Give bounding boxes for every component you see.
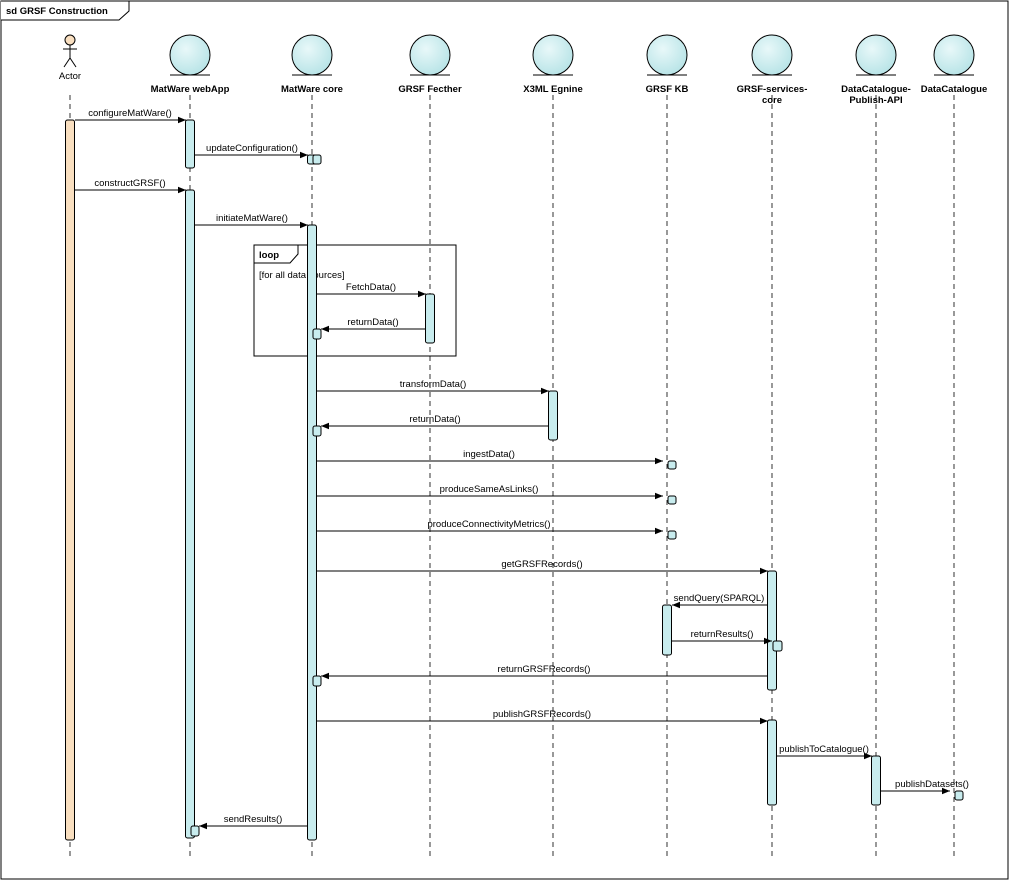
lifeline-label: GRSF-services-core xyxy=(737,84,808,106)
message-label: publishToCatalogue() xyxy=(779,744,869,755)
lifeline-label: MatWare webApp xyxy=(151,84,230,95)
message-updateconfiguration: updateConfiguration() xyxy=(195,143,308,159)
lifeline-label: GRSF Fecther xyxy=(398,84,462,95)
message-label: returnGRSFRecords() xyxy=(498,664,591,675)
lifeline-label: X3ML Egnine xyxy=(523,84,582,95)
message-fetchdata: FetchData() xyxy=(317,282,426,298)
loop-keyword: loop xyxy=(259,250,279,261)
lifeline-publishapi: DataCatalogue-Publish-API xyxy=(841,34,911,858)
message-publishtocatalogue: publishToCatalogue() xyxy=(777,744,872,760)
message-getgrsfrecords: getGRSFRecords() xyxy=(317,559,768,575)
nested-execution-catalogue xyxy=(954,790,964,801)
lifeline-label: GRSF KB xyxy=(646,84,689,95)
lifeline-kb: GRSF KB xyxy=(646,34,689,858)
activation-bar-services xyxy=(767,719,777,806)
entity-icon xyxy=(409,34,451,76)
message-label: updateConfiguration() xyxy=(206,143,298,154)
activation-bar-actor xyxy=(65,119,75,841)
message-label: sendQuery(SPARQL) xyxy=(674,593,765,604)
entity-icon xyxy=(933,34,975,76)
lifeline-label: Actor xyxy=(59,71,81,82)
nested-execution-core xyxy=(312,328,322,340)
nested-execution-webapp xyxy=(190,825,200,837)
message-returnresults: returnResults() xyxy=(672,629,772,645)
message-transformdata: transformData() xyxy=(317,379,549,395)
message-producesameaslinks: produceSameAsLinks() xyxy=(317,484,663,500)
activation-bar-core xyxy=(307,224,317,841)
message-returndata: returnData() xyxy=(321,317,426,333)
message-produceconnectivitymetrics: produceConnectivityMetrics() xyxy=(317,519,663,535)
message-label: getGRSFRecords() xyxy=(501,559,582,570)
message-returndata: returnData() xyxy=(321,414,549,430)
message-label: ingestData() xyxy=(463,449,515,460)
message-label: publishDatasets() xyxy=(895,779,969,790)
lifeline-catalogue: DataCatalogue xyxy=(921,34,988,858)
message-label: produceSameAsLinks() xyxy=(440,484,539,495)
nested-execution-core xyxy=(312,675,322,687)
activation-bar-kb xyxy=(662,604,672,656)
nested-execution-core xyxy=(312,425,322,437)
activation-bar-fetcher xyxy=(425,293,435,344)
entity-icon xyxy=(169,34,211,76)
nested-execution-kb xyxy=(667,460,677,470)
message-label: returnData() xyxy=(347,317,398,328)
lifeline-x3ml: X3ML Egnine xyxy=(523,34,583,858)
activation-bar-publishapi xyxy=(871,755,881,806)
lifeline-label: DataCatalogue-Publish-API xyxy=(841,84,911,106)
frame-title-tab xyxy=(1,0,130,21)
lifeline-services: GRSF-services-core xyxy=(737,34,808,858)
message-returngrsfrecords: returnGRSFRecords() xyxy=(321,664,768,680)
message-sendresults: sendResults() xyxy=(199,814,308,830)
activation-bar-webapp xyxy=(185,189,195,839)
activation-bar-webapp xyxy=(185,119,195,169)
message-initiatematware: initiateMatWare() xyxy=(195,213,308,229)
entity-icon xyxy=(291,34,333,76)
nested-execution-kb xyxy=(667,495,677,505)
entity-icon xyxy=(532,34,574,76)
message-label: transformData() xyxy=(400,379,467,390)
lifeline-label: DataCatalogue xyxy=(921,84,988,95)
message-constructgrsf: constructGRSF() xyxy=(75,178,186,194)
lifeline-label: MatWare core xyxy=(281,84,343,95)
message-ingestdata: ingestData() xyxy=(317,449,663,465)
message-publishdatasets: publishDatasets() xyxy=(881,779,969,795)
message-configurematware: configureMatWare() xyxy=(75,108,186,124)
frame-title: sd GRSF Construction xyxy=(6,6,108,17)
message-label: FetchData() xyxy=(346,282,396,293)
message-label: constructGRSF() xyxy=(94,178,165,189)
message-sendquery-sparql: sendQuery(SPARQL) xyxy=(672,593,768,609)
message-label: initiateMatWare() xyxy=(216,213,288,224)
message-label: configureMatWare() xyxy=(88,108,172,119)
entity-icon xyxy=(751,34,793,76)
message-publishgrsfrecords: publishGRSFRecords() xyxy=(317,709,768,725)
nested-execution-services xyxy=(772,640,783,652)
entity-icon xyxy=(646,34,688,76)
loop-guard: [for all data sources] xyxy=(259,270,345,281)
nested-execution-kb xyxy=(667,530,677,540)
message-label: returnResults() xyxy=(691,629,754,640)
message-label: publishGRSFRecords() xyxy=(493,709,591,720)
loop-tab xyxy=(253,244,299,264)
entity-icon xyxy=(855,34,897,76)
message-label: produceConnectivityMetrics() xyxy=(427,519,550,530)
actor-stick-figure-icon xyxy=(63,34,77,68)
activation-bar-services xyxy=(767,570,777,691)
message-label: returnData() xyxy=(409,414,460,425)
loop-fragment xyxy=(253,244,457,357)
activation-bar-x3ml xyxy=(548,390,558,441)
nested-execution-core xyxy=(312,154,322,165)
lifeline-fetcher: GRSF Fecther xyxy=(398,34,462,858)
message-label: sendResults() xyxy=(224,814,283,825)
